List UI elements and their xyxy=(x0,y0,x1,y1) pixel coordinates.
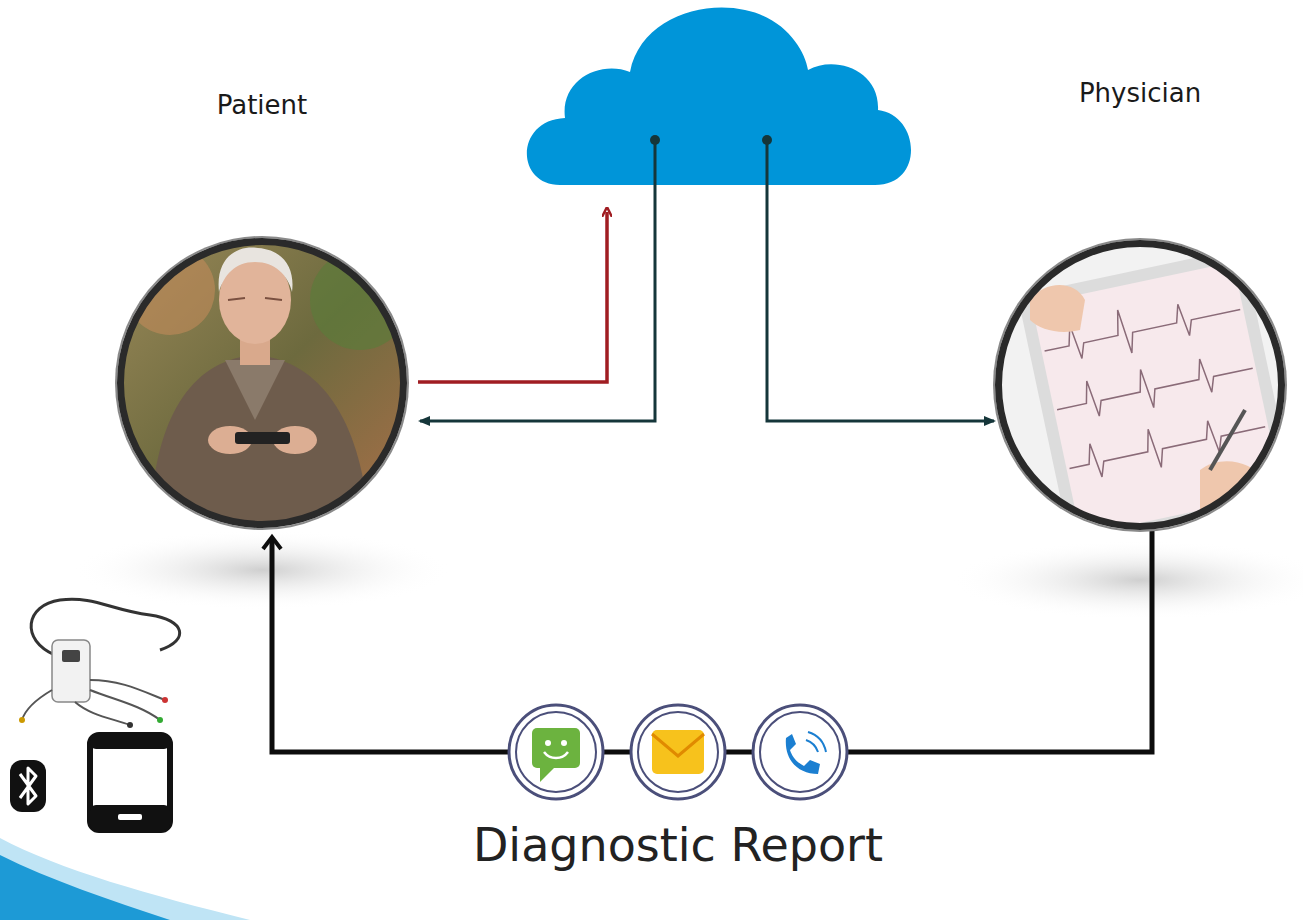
portrait-node: Patient xyxy=(117,90,407,528)
edge-label: Diagnostic Report xyxy=(473,818,883,872)
portrait-circle xyxy=(117,238,407,528)
node-heading: Physician xyxy=(995,78,1285,108)
node-heading: Patient xyxy=(117,90,407,120)
portrait-circle xyxy=(995,240,1285,530)
portrait-node: Physician xyxy=(995,78,1285,530)
